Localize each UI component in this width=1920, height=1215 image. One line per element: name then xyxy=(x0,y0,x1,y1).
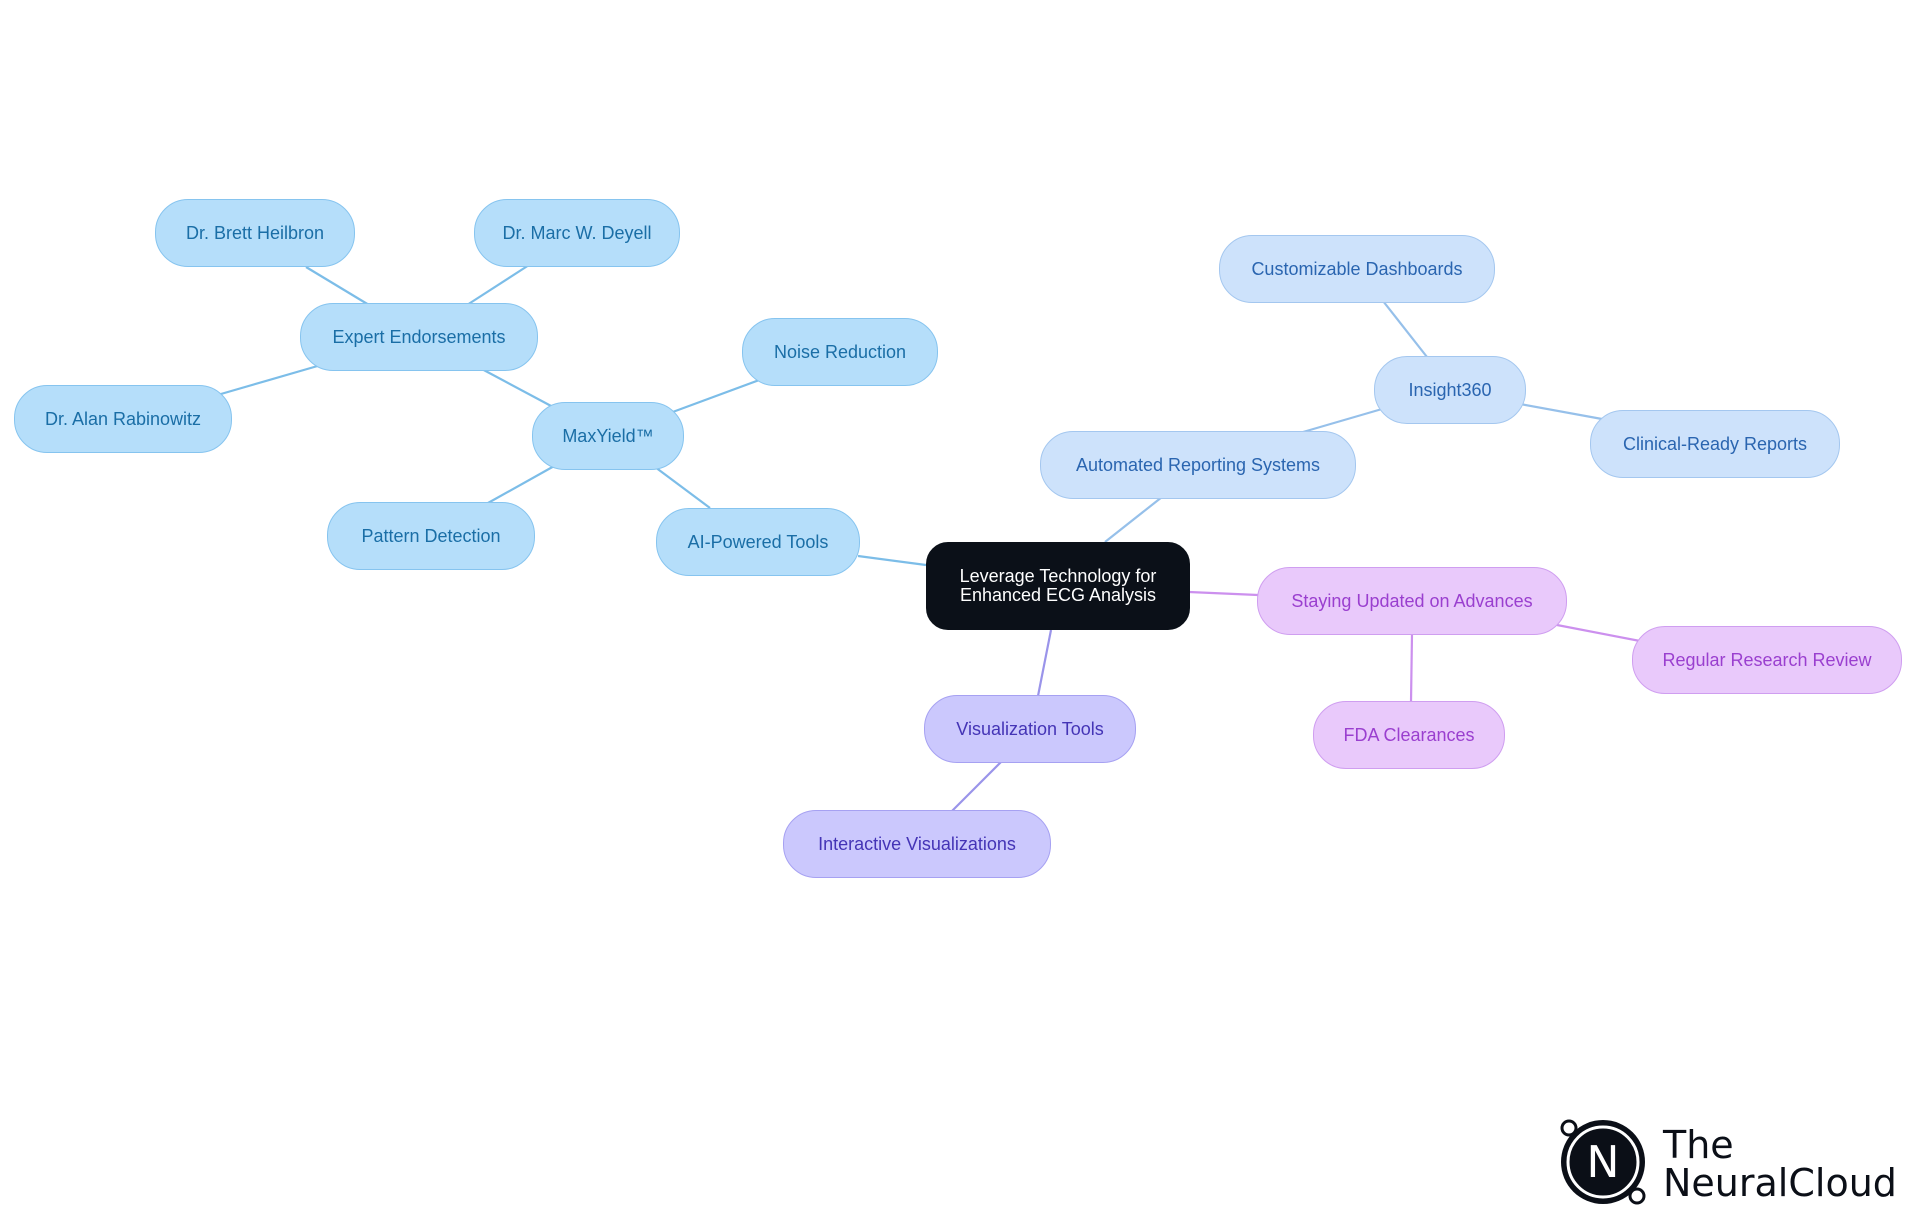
connector-expert-deyell xyxy=(466,264,530,306)
node-dash[interactable]: Customizable Dashboards xyxy=(1219,235,1495,303)
node-clinical[interactable]: Clinical-Ready Reports xyxy=(1590,410,1840,478)
connector-insight-clinical xyxy=(1519,402,1603,421)
connector-expert-rabinowitz xyxy=(213,363,322,398)
connector-insight-dash xyxy=(1382,300,1428,358)
node-heilbron[interactable]: Dr. Brett Heilbron xyxy=(155,199,355,267)
connector-root-updated xyxy=(1188,590,1259,597)
connector-root-auto xyxy=(1104,496,1163,543)
node-viz[interactable]: Visualization Tools xyxy=(924,695,1136,763)
node-maxyield[interactable]: MaxYield™ xyxy=(532,402,684,470)
node-label: Leverage Technology for Enhanced ECG Ana… xyxy=(959,566,1157,605)
node-label: FDA Clearances xyxy=(1343,725,1475,745)
node-noise[interactable]: Noise Reduction xyxy=(742,318,938,386)
connector-maxyield-expert xyxy=(479,367,554,408)
node-rabinowitz[interactable]: Dr. Alan Rabinowitz xyxy=(14,385,232,453)
node-label: Clinical-Ready Reports xyxy=(1622,434,1808,454)
logo-wordmark: The NeuralCloud xyxy=(1663,1126,1897,1202)
node-pattern[interactable]: Pattern Detection xyxy=(327,502,535,570)
node-deyell[interactable]: Dr. Marc W. Deyell xyxy=(474,199,680,267)
node-label: Noise Reduction xyxy=(773,342,907,362)
node-updated[interactable]: Staying Updated on Advances xyxy=(1257,567,1567,635)
node-label: MaxYield™ xyxy=(562,426,654,446)
logo-mark-letter: N xyxy=(1587,1137,1620,1188)
neuralcloud-logo: N The NeuralCloud xyxy=(1555,1112,1897,1207)
node-interactive[interactable]: Interactive Visualizations xyxy=(783,810,1051,878)
node-auto[interactable]: Automated Reporting Systems xyxy=(1040,431,1356,499)
node-root[interactable]: Leverage Technology for Enhanced ECG Ana… xyxy=(926,542,1190,630)
node-label: AI-Powered Tools xyxy=(687,532,829,552)
connector-root-viz xyxy=(1036,629,1053,697)
connector-root-ai xyxy=(857,554,927,567)
node-label: Insight360 xyxy=(1408,380,1492,400)
node-fda[interactable]: FDA Clearances xyxy=(1313,701,1505,769)
node-label: Dr. Marc W. Deyell xyxy=(502,223,652,243)
logo-line-neuralcloud: NeuralCloud xyxy=(1663,1161,1897,1205)
node-label: Customizable Dashboards xyxy=(1251,259,1463,279)
node-label: Interactive Visualizations xyxy=(818,834,1016,854)
node-label: Regular Research Review xyxy=(1662,650,1872,670)
connector-updated-research xyxy=(1556,623,1641,643)
node-insight[interactable]: Insight360 xyxy=(1374,356,1526,424)
connector-maxyield-pattern xyxy=(487,464,557,504)
connector-viz-interactive xyxy=(949,761,1002,814)
node-label: Automated Reporting Systems xyxy=(1075,455,1321,475)
logo-line-the: The xyxy=(1663,1123,1734,1167)
node-label: Pattern Detection xyxy=(361,526,501,546)
connector-updated-fda xyxy=(1409,633,1414,703)
node-label: Dr. Alan Rabinowitz xyxy=(44,409,202,429)
node-expert[interactable]: Expert Endorsements xyxy=(300,303,538,371)
node-ai[interactable]: AI-Powered Tools xyxy=(656,508,860,576)
connector-maxyield-noise xyxy=(669,377,763,415)
neuralcloud-logo-icon: N xyxy=(1560,1119,1646,1205)
connector-auto-insight xyxy=(1302,407,1383,434)
node-label: Staying Updated on Advances xyxy=(1291,591,1533,611)
node-label: Expert Endorsements xyxy=(332,327,506,347)
node-label: Dr. Brett Heilbron xyxy=(185,223,325,243)
connector-expert-heilbron xyxy=(305,266,370,306)
node-label: Visualization Tools xyxy=(956,719,1104,739)
connector-ai-maxyield xyxy=(650,463,711,509)
node-research[interactable]: Regular Research Review xyxy=(1632,626,1902,694)
